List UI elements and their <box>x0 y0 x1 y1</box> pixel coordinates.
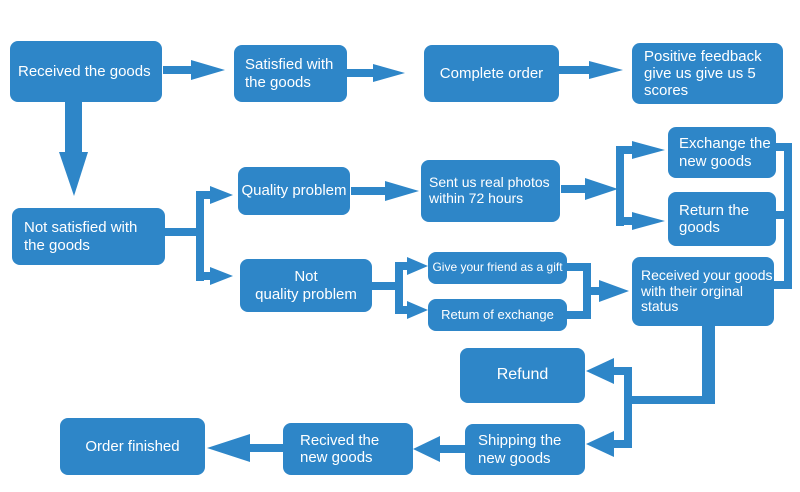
edge-exchange-return-to-received-your-goods <box>774 143 792 289</box>
node-label: Received the goods <box>18 62 151 80</box>
edge-not-quality-branch <box>372 257 428 319</box>
flow-node-received-the-goods: Received the goods <box>10 41 162 102</box>
flow-node-refund: Refund <box>460 348 585 403</box>
node-label: Recived the new goods <box>300 431 380 466</box>
flow-node-recived-the-new-goods: Recived the new goods <box>283 423 413 475</box>
node-label: Not quality problem <box>255 268 357 303</box>
flow-node-positive-feedback: Positive feedback give us give us 5 scor… <box>632 43 783 104</box>
flow-node-quality-problem: Quality problem <box>238 167 350 215</box>
edge-received-your-goods-split <box>586 326 715 457</box>
node-label: Positive feedback give us give us 5 scor… <box>644 47 762 100</box>
flow-node-not-satisfied-with-the-goods: Not satisfied with the goods <box>12 208 165 265</box>
flow-node-return-the-goods: Return the goods <box>668 192 776 246</box>
node-label: Complete order <box>439 64 544 82</box>
node-label: Exchange the new goods <box>679 135 771 170</box>
flow-node-shipping-the-new-goods: Shipping the new goods <box>465 424 585 475</box>
node-label: Received your goods with their orginal s… <box>641 266 773 315</box>
edge-sent-photos-branch <box>561 141 665 230</box>
flow-node-complete-order: Complete order <box>424 45 559 102</box>
edge-gift-retum-merge-to-received-your-goods <box>567 263 629 319</box>
node-label: Return the goods <box>679 201 750 236</box>
node-label: Satisfied with the goods <box>245 56 334 91</box>
node-label: Retum of exchange <box>441 306 554 322</box>
edge-received-to-not-satisfied <box>59 101 88 196</box>
edge-not-satisfied-branch <box>165 186 233 285</box>
flow-node-give-your-friend-as-a-gift: Give your friend as a gift <box>428 252 567 284</box>
node-label: Order finished <box>85 437 180 455</box>
node-label: Refund <box>496 366 549 384</box>
edge-complete-order-to-positive-feedback <box>559 61 623 79</box>
node-label: Sent us real photos within 72 hours <box>429 174 550 206</box>
edge-shipping-to-recived <box>413 436 466 462</box>
node-label: Give your friend as a gift <box>432 260 563 275</box>
flow-node-not-quality-problem: Not quality problem <box>240 259 372 312</box>
edge-received-to-satisfied <box>163 60 225 80</box>
node-label: Shipping the new goods <box>478 432 562 467</box>
flow-node-order-finished: Order finished <box>60 418 205 475</box>
edge-satisfied-to-complete-order <box>347 64 405 82</box>
flow-node-exchange-the-new-goods: Exchange the new goods <box>668 127 776 178</box>
flow-node-sent-us-real-photos: Sent us real photos within 72 hours <box>421 160 560 222</box>
edge-recived-to-order-finished <box>207 434 284 462</box>
node-label: Not satisfied with the goods <box>24 219 138 254</box>
node-label: Quality problem <box>241 182 347 200</box>
flow-node-received-your-goods: Received your goods with their orginal s… <box>632 257 774 326</box>
edge-quality-problem-to-sent-photos <box>351 181 419 201</box>
flow-node-satisfied-with-the-goods: Satisfied with the goods <box>234 45 347 102</box>
flow-node-retum-of-exchange: Retum of exchange <box>428 299 567 331</box>
